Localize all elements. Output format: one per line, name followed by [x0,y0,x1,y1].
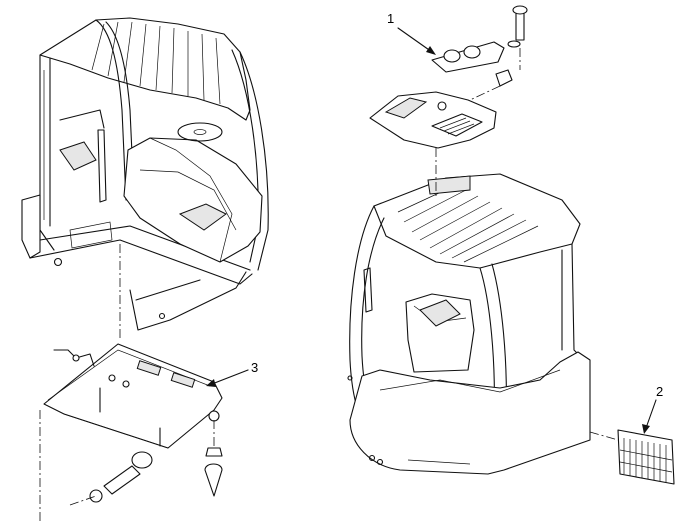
floor-plate-part [43,343,223,506]
callout-leaders [206,27,657,434]
callout-label-1: 1 [387,11,395,26]
callout-label-2: 2 [656,384,664,399]
rear-grille-part [589,429,675,485]
dash-panel [369,91,497,196]
assembly-line-left [39,244,121,523]
left-cab-assembly [21,17,269,331]
dash-panel-cover-part [431,5,528,101]
callout-label-3: 3 [251,360,259,375]
right-cab-assembly [347,173,591,475]
